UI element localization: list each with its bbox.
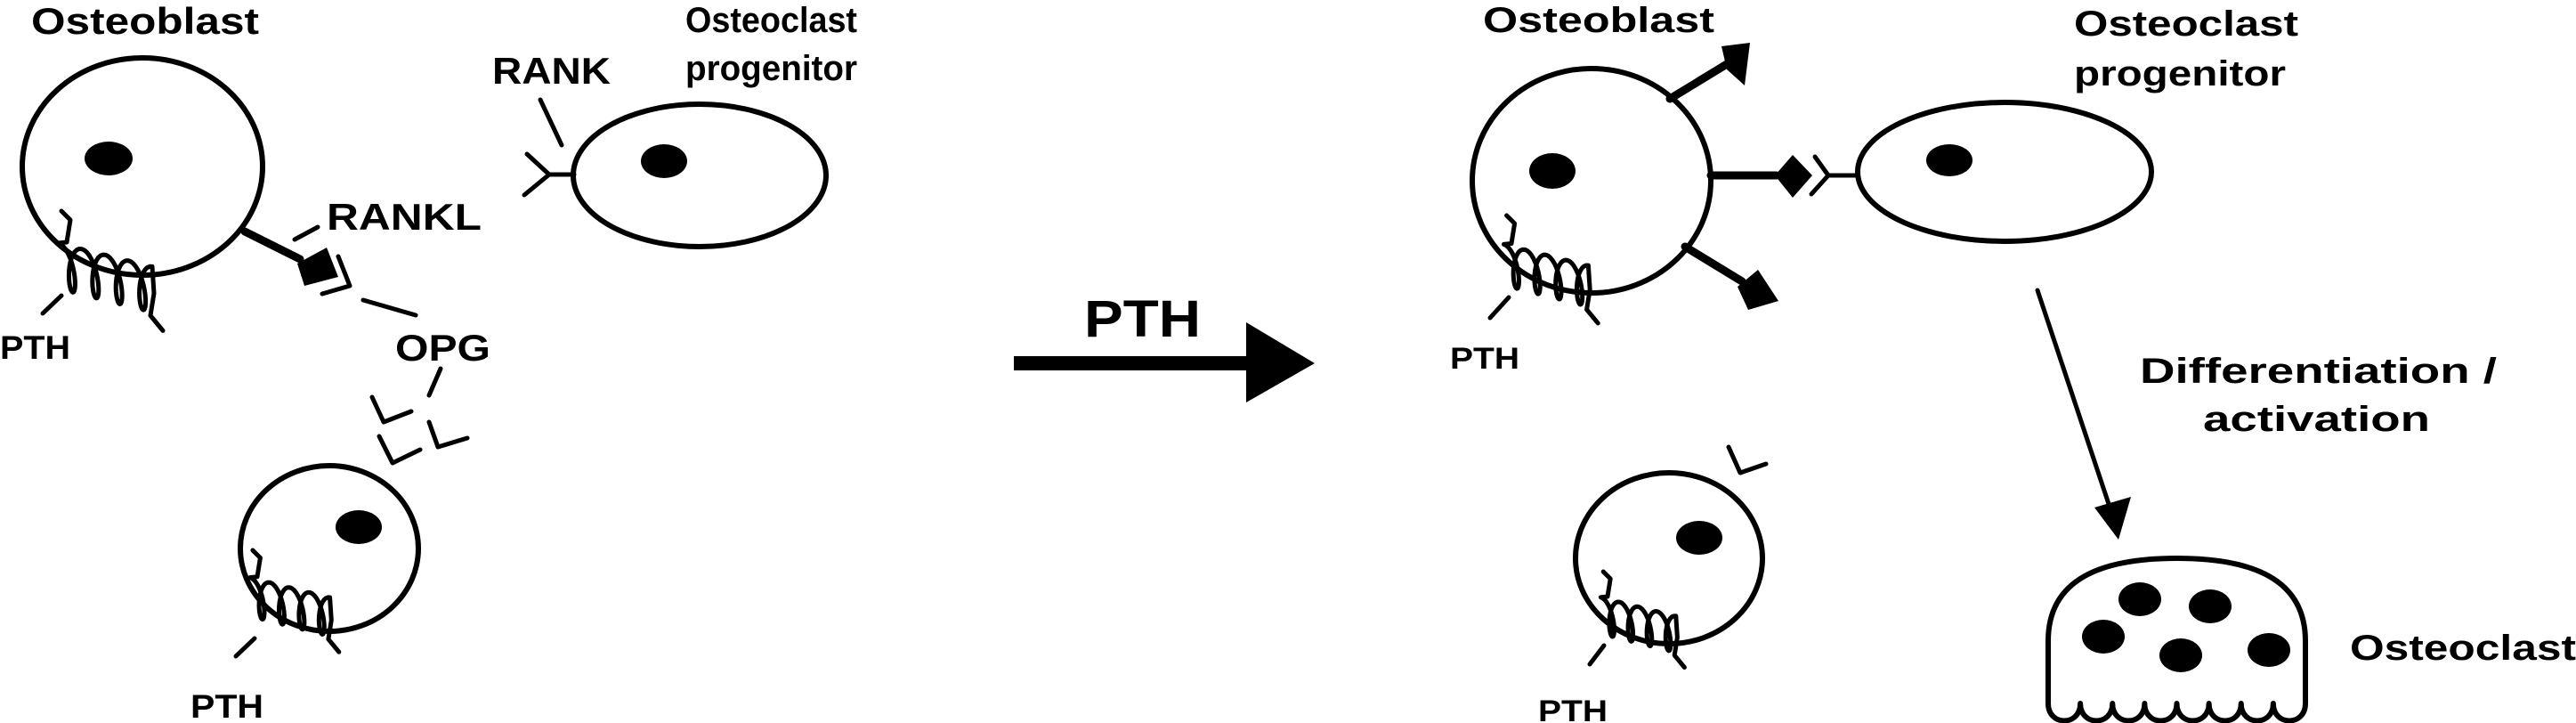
pth-receptor-coil [1598,569,1687,670]
opg-bound-icon [320,254,352,297]
opg-leader-line [360,297,418,318]
pth-receptor-coil [1501,213,1600,326]
opg-free-icon [426,419,470,450]
progenitor-label-line1: Osteoclast [685,1,857,40]
pth-leader-line [1487,295,1511,321]
pth-receptor-icon [55,208,166,333]
rankl-icon [1738,270,1778,310]
pth-label: PTH [190,688,263,723]
pth-receptor-icon [1501,213,1600,326]
pth-leader-line [1587,643,1607,667]
rankl-icon [1721,43,1750,85]
differentiation-arrow [2035,288,2114,515]
pth-receptor-coil [247,548,342,654]
osteoblast-label: Osteoblast [31,0,259,42]
opg-free-icon [1726,444,1769,475]
pth-label: PTH [0,329,70,366]
pth-receptor-coil [55,208,166,333]
right-panel: Osteoblast PTH Osteoclast progenitor PTH… [1450,1,2576,723]
rank-receptor-icon [1809,154,1831,197]
rankl-stalk [240,227,304,264]
osteoclast-nucleus [2118,582,2161,616]
rankl-stalk [1681,242,1746,286]
osteoclast-progenitor-cell [1855,100,2154,244]
rank-label: RANK [492,50,611,92]
opg-free-icon [377,434,423,466]
osteoclast-label: Osteoclast [2350,629,2576,668]
pth-leader-line [40,293,64,316]
rank-leader-line [538,97,564,148]
arrow-shaft [1014,356,1254,370]
rankl-leader-line [292,224,320,242]
differentiation-arrow-head-icon [2094,497,2131,540]
pth-leader-line [233,636,257,659]
pth-arrow: PTH [1014,290,1315,402]
small-osteoblast-nucleus [336,510,382,544]
pth-receptor-icon [1598,569,1687,670]
opg-leader-line-2 [426,366,443,398]
osteoblast-nucleus [85,142,133,175]
pth-receptor-icon [247,548,342,654]
left-panel: Osteoblast PTH RANKL OPG PTH RANK Osteoc… [0,0,857,723]
pth-arrow-label: PTH [1084,290,1201,348]
osteoblast-nucleus [1529,153,1576,189]
process-label-line2: activation [2203,400,2430,439]
osteoclast-progenitor-cell [571,102,829,249]
progenitor-label-line1: Osteoclast [2074,4,2298,44]
progenitor-label-line2: progenitor [685,49,857,88]
progenitor-nucleus [1926,144,1973,176]
rankl-stalk [1665,60,1731,103]
osteoblast-cell [1470,66,1713,296]
osteoclast-nucleus [2248,633,2290,667]
rankl-icon [297,248,338,286]
progenitor-label-line2: progenitor [2074,54,2286,93]
osteoclast-nucleus [2082,620,2125,654]
pth-label: PTH [1538,695,1608,723]
progenitor-nucleus [641,144,687,178]
osteoblast-label: Osteoblast [1483,1,1714,40]
pth-label: PTH [1450,342,1519,376]
rank-receptor-icon [522,151,552,198]
small-osteoblast-nucleus [1676,521,1722,555]
opg-label: OPG [395,327,490,369]
rankl-icon [1775,155,1812,198]
osteoclast-cell [2045,556,2308,723]
osteoclast-nucleus [2189,589,2232,623]
rankl-label: RANKL [327,196,482,238]
arrow-head-icon [1246,322,1315,402]
process-label-line1: Differentiation / [2140,352,2497,391]
osteoclast-nucleus [2159,638,2202,672]
opg-free-icon [369,394,414,425]
